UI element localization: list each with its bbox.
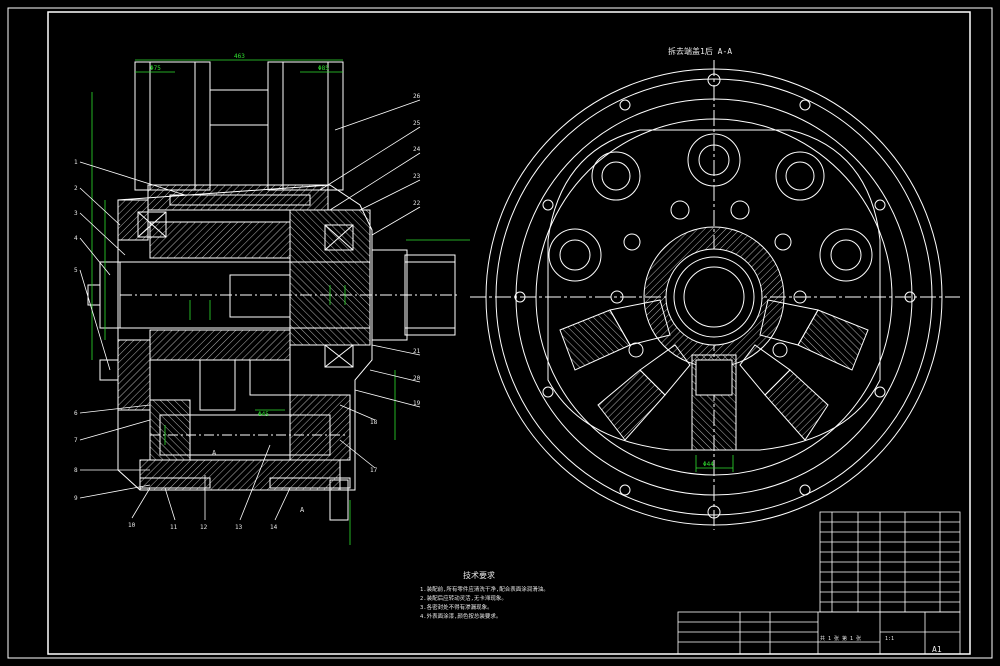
bottom-leaders (131, 444, 291, 521)
technical-requirements-title: 技术要求 (463, 570, 495, 580)
inner-border (47, 11, 971, 655)
callout-25: 25 (413, 120, 421, 127)
end-view (470, 60, 960, 530)
callout-24: 24 (413, 146, 421, 153)
dim-top-left: Φ75 (150, 65, 161, 72)
callout-22: 22 (413, 200, 421, 207)
dim-overall: 463 (234, 53, 245, 60)
tech-note-1: 1.装配前,所有零件应清洗干净,配合表面涂润滑油。 (420, 585, 549, 593)
callout-10: 10 (128, 522, 136, 529)
callout-8: 8 (74, 467, 78, 474)
callout-13: 13 (235, 524, 243, 531)
tech-note-4: 4.外表面涂漆,颜色按总装要求。 (420, 612, 501, 620)
drawing-scale: 1:1 (885, 636, 894, 642)
section-mark-a: A (212, 449, 217, 457)
dim-bottom-mid: Φ45 (258, 411, 269, 418)
callout-23: 23 (413, 173, 421, 180)
sheet-size: A1 (932, 645, 942, 654)
callout-4: 4 (74, 235, 78, 242)
callout-1: 1 (74, 159, 78, 166)
callout-leaders (79, 99, 421, 499)
callout-14: 14 (270, 524, 278, 531)
dim-top-right: Φ85 (318, 65, 329, 72)
callout-9: 9 (74, 495, 78, 502)
callout-12: 12 (200, 524, 208, 531)
callout-26: 26 (413, 93, 421, 100)
callout-2: 2 (74, 185, 78, 192)
end-view-dims (695, 455, 734, 472)
outer-border (7, 7, 993, 659)
callout-21: 21 (413, 348, 421, 355)
dimension-lines (91, 59, 470, 545)
callout-11: 11 (170, 524, 178, 531)
callout-3: 3 (74, 210, 78, 217)
section-mark-a-bottom: A (300, 506, 305, 514)
callout-5: 5 (74, 267, 78, 274)
title-block (677, 511, 961, 655)
callout-17: 17 (370, 467, 378, 474)
dim-end-view: Φ44 (703, 461, 714, 468)
callout-19: 19 (413, 400, 421, 407)
callout-18: 18 (370, 419, 378, 426)
callout-6: 6 (74, 410, 78, 417)
tech-note-2: 2.装配后应转动灵活,无卡滞现象。 (420, 594, 507, 602)
sheet-count: 共 1 张 第 1 张 (820, 635, 861, 642)
section-view-title: 拆去端盖1后 A-A (668, 46, 732, 56)
callout-7: 7 (74, 437, 78, 444)
tech-note-3: 3.各密封处不得有渗漏现象。 (420, 603, 493, 611)
sectional-view (87, 61, 460, 521)
piston-sections (559, 299, 869, 451)
callout-20: 20 (413, 375, 421, 382)
